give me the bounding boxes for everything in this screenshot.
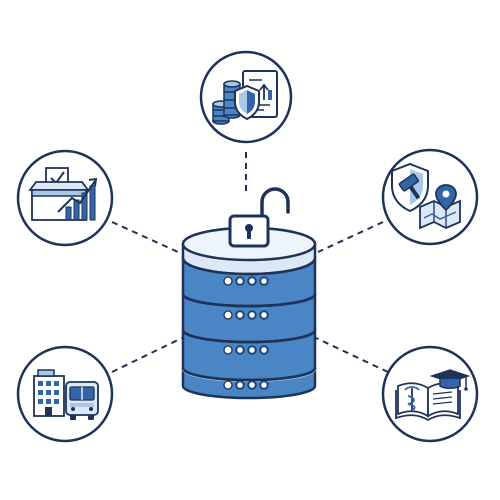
city-transport-icon	[33, 369, 99, 420]
connector-legal	[317, 221, 384, 253]
node-education	[381, 345, 479, 443]
node-voting	[16, 149, 114, 247]
financial-security-icon	[212, 70, 278, 125]
connectors	[111, 152, 389, 373]
node-infrastructure	[16, 345, 114, 443]
node-legal	[381, 148, 479, 246]
server-indicator-dots	[223, 276, 269, 390]
ballot-box-chart-icon	[28, 167, 98, 221]
legal-location-icon	[391, 162, 461, 230]
connector-infrastructure	[111, 337, 183, 373]
connector-education	[315, 337, 389, 373]
database-server-icon	[181, 226, 317, 400]
education-medical-icon	[395, 369, 471, 422]
node-finance	[199, 50, 293, 144]
unlocked-padlock-icon	[228, 187, 290, 248]
connector-voting	[111, 221, 179, 253]
